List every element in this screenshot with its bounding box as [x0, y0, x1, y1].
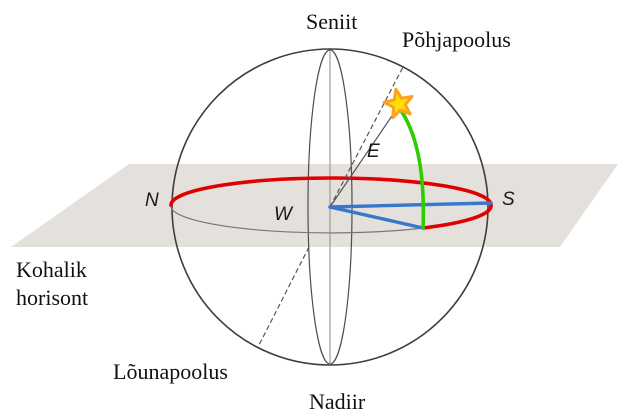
altitude-arc	[400, 110, 426, 230]
local-horizon-label: Kohalik horisont	[16, 257, 89, 310]
horizon-circle-back-arc	[169, 176, 493, 207]
north-point-label: N	[145, 190, 159, 211]
south-celestial-pole-label: Lõunapoolus	[113, 359, 228, 384]
azimuth-line-star	[328, 205, 425, 230]
azimuth-line-south	[328, 201, 493, 209]
west-point-label: W	[274, 204, 292, 225]
north-celestial-axis-line	[329, 66, 404, 208]
star-icon	[382, 87, 414, 120]
horizon-circle-red-arcs	[169, 176, 493, 230]
horizon-circle-front-arc	[170, 204, 424, 234]
star-shape	[382, 87, 414, 120]
nadir-label: Nadiir	[309, 389, 366, 414]
zenith-label: Seniit	[306, 9, 358, 34]
horizon-circle-south-arc	[421, 203, 493, 230]
azimuth-lines	[328, 201, 493, 230]
horizon-plane	[11, 164, 618, 247]
north-celestial-pole-label: Põhjapoolus	[402, 27, 511, 52]
south-point-label: S	[502, 189, 515, 210]
east-point-label: E	[367, 141, 380, 162]
star-sight-line	[329, 106, 399, 208]
south-celestial-axis-line	[257, 246, 310, 348]
